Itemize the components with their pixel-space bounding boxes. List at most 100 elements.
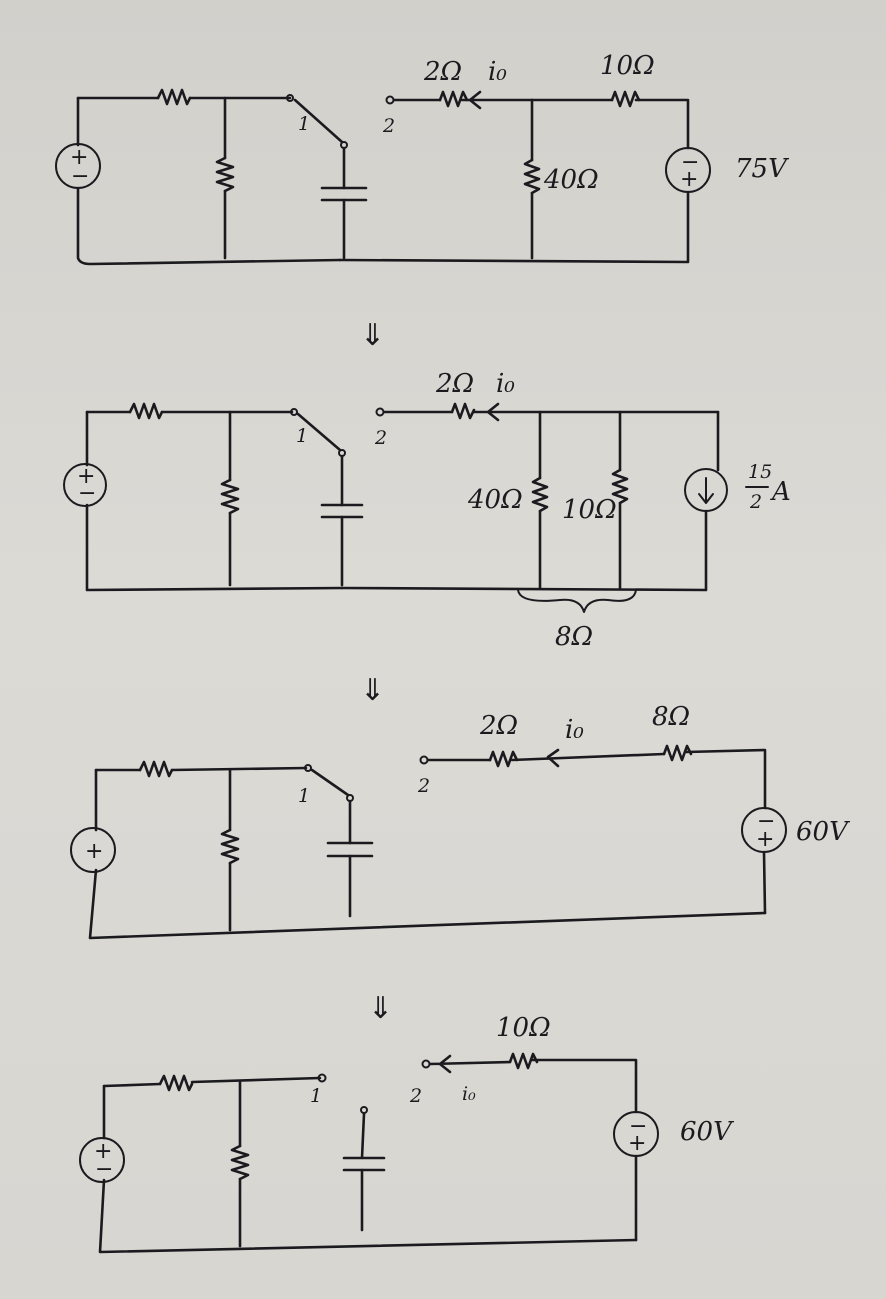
voltage-source-plus-icon: + (628, 1131, 646, 1156)
switch-contact-icon (304, 764, 312, 772)
wire (340, 509, 708, 592)
capacitor-icon (342, 1156, 386, 1172)
current-arrow-icon (460, 90, 534, 110)
switch-position-2: 2 (374, 427, 387, 449)
wire (530, 1058, 638, 1114)
circuit-stage-4: + − 1 2 10Ω i₀ − + 60V (79, 1013, 734, 1254)
current-source-denominator: 2 (749, 491, 762, 513)
voltage-source-plus-icon: + (77, 464, 95, 489)
voltage-source-minus-icon: − (95, 1157, 113, 1182)
voltage-source-minus-icon: − (681, 150, 699, 175)
voltage-source-plus-icon: + (85, 839, 103, 864)
wire (76, 186, 342, 266)
current-io-label: i₀ (462, 1083, 476, 1105)
voltage-source-icon (55, 143, 101, 189)
arrow-down-icon: ⇓ (368, 991, 393, 1026)
switch-blade-icon (293, 98, 344, 144)
source-75v-label: 75V (735, 154, 789, 184)
switch-position-2: 2 (409, 1085, 422, 1107)
wire (98, 1178, 638, 1254)
resistor-icon (128, 402, 164, 420)
circuit-stage-2: + − 1 2 2Ω i₀ 40Ω 10Ω 15 2 (63, 369, 791, 652)
current-io-label: i₀ (565, 715, 584, 745)
voltage-source-plus-icon: + (680, 167, 698, 192)
switch-position-2: 2 (417, 775, 430, 797)
wire (190, 1076, 322, 1084)
wire (102, 1082, 162, 1088)
wire (360, 1112, 366, 1160)
switch-position-1: 1 (298, 113, 310, 135)
circuit-stage-3: + 1 2 2Ω i₀ 8Ω − + 60V (70, 702, 850, 940)
voltage-source-minus-icon: − (78, 481, 96, 506)
resistor-icon (220, 828, 240, 865)
wire (684, 748, 767, 810)
voltage-source-plus-icon: + (70, 145, 88, 170)
switch-terminal-2-icon (375, 407, 385, 417)
switch-position-1: 1 (298, 785, 310, 807)
resistor-icon (450, 402, 476, 420)
resistor-8-label: 8Ω (652, 702, 690, 732)
resistor-10-label: 10Ω (496, 1013, 551, 1043)
resistor-icon (611, 468, 629, 505)
resistor-icon (156, 88, 192, 106)
resistor-40-label: 40Ω (467, 485, 523, 515)
resistor-icon (508, 1052, 539, 1070)
resistor-icon (138, 760, 174, 778)
wire (634, 98, 690, 150)
current-source-arrow-icon (698, 477, 714, 504)
resistor-10-label: 10Ω (562, 495, 617, 525)
switch-terminal-2-icon (385, 95, 395, 105)
switch-contact-icon (290, 408, 298, 416)
resistor-icon (531, 476, 549, 513)
current-io-label: i₀ (488, 57, 507, 87)
current-arrow-icon (510, 748, 666, 768)
switch-position-1: 1 (296, 425, 308, 447)
resistor-icon (220, 478, 240, 515)
resistor-40-label: 40Ω (543, 165, 599, 195)
resistor-icon (610, 90, 641, 108)
resistor-icon (230, 1144, 250, 1181)
resistor-icon (523, 158, 541, 195)
resistor-icon (215, 156, 235, 193)
voltage-source-minus-icon: − (71, 164, 89, 189)
voltage-source-icon (63, 463, 107, 507)
switch-position-1: 1 (310, 1085, 322, 1107)
current-io-label: i₀ (496, 369, 515, 399)
current-source-numerator: 15 (748, 461, 772, 483)
switch-blade-contact-icon (360, 1106, 368, 1114)
resistor-10-label: 10Ω (600, 51, 655, 81)
wire (762, 850, 767, 915)
resistor-icon (158, 1074, 194, 1092)
switch-terminal-2-icon (419, 755, 429, 765)
source-60v-label: 60V (680, 1117, 734, 1147)
resistor-2-label: 2Ω (479, 711, 518, 741)
resistor-icon (438, 90, 469, 108)
wire (85, 503, 344, 592)
capacitor-icon (320, 503, 364, 519)
arrow-down-icon: ⇓ (360, 318, 385, 353)
voltage-source-plus-icon: + (756, 827, 774, 852)
circuit-stage-1: + − 1 2 2Ω i₀ 10Ω 40Ω − + 75V (55, 51, 789, 266)
resistor-icon (488, 750, 519, 768)
switch-blade-icon (296, 412, 342, 452)
capacitor-icon (320, 186, 368, 202)
current-arrow-icon (472, 402, 720, 422)
resistor-2-label: 2Ω (423, 57, 462, 87)
voltage-source-minus-icon: − (757, 809, 775, 834)
switch-contact-icon (286, 94, 294, 102)
voltage-source-minus-icon: − (629, 1114, 647, 1139)
current-arrow-icon (428, 1054, 512, 1074)
switch-position-2: 2 (382, 115, 395, 137)
resistor-icon (662, 744, 693, 762)
resistor-2-label: 2Ω (435, 369, 474, 399)
arrow-down-icon: ⇓ (360, 673, 385, 708)
resistor-8-equivalent-label: 8Ω (555, 622, 593, 652)
voltage-source-icon (79, 1137, 125, 1183)
capacitor-icon (326, 841, 374, 858)
wire (88, 868, 767, 940)
switch-blade-icon (310, 768, 350, 797)
current-source-unit: A (770, 477, 791, 507)
wire (338, 190, 690, 264)
